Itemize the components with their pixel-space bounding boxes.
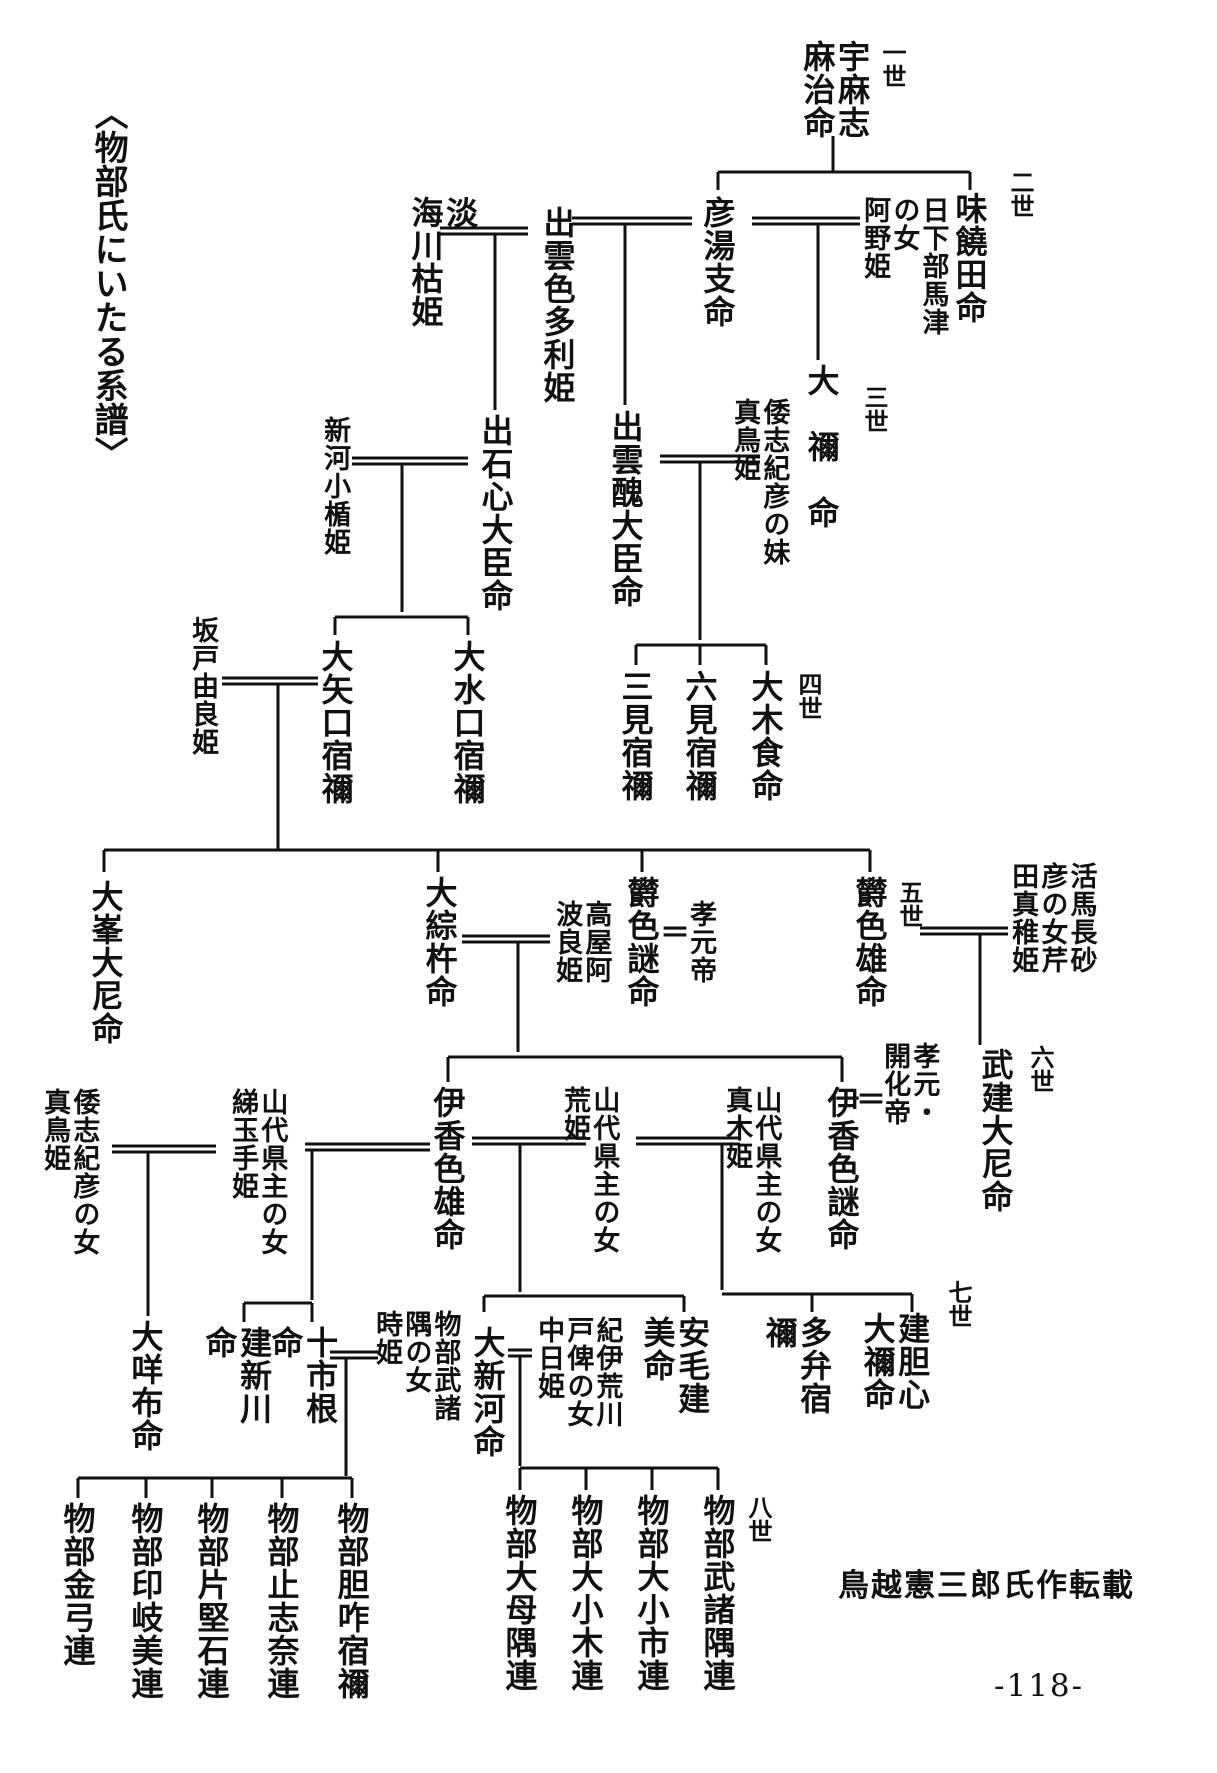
person-makihime: 山代県主の女 真木姫: [721, 1086, 782, 1254]
person-oochiki: 物部大小木連: [566, 1494, 605, 1692]
person-toshina: 物部止志奈連: [262, 1502, 301, 1700]
person-takeshinkawa: 建新川 命: [200, 1326, 274, 1425]
person-hikoyusu: 彦湯支命: [698, 196, 737, 328]
person-takemorosumi: 物部武諸隅連: [698, 1494, 737, 1692]
generation-label: 六世: [1026, 1045, 1055, 1093]
person-ooheso: 大綜杵命: [420, 876, 459, 1008]
person-tahasukune: 多弁宿 禰: [760, 1316, 834, 1415]
person-arahime: 山代県主の女 荒姫: [559, 1086, 620, 1254]
person-oone: 大 禰 命: [802, 364, 841, 529]
person-oochiichi: 物部大小市連: [632, 1494, 671, 1692]
generation-label: 八世: [744, 1495, 773, 1543]
generation-label: 五世: [895, 880, 924, 928]
person-mumisukune: 六見宿禰: [680, 670, 719, 802]
person-ooshinkawa: 大新河命: [468, 1326, 507, 1458]
person-tokihime: 物部武諸 隅の女 時姫: [371, 1310, 461, 1422]
person-ikumahime: 活馬長砂 彦の女芹 田真稚姫: [1007, 862, 1097, 974]
person-ikagashikome: 伊香色謎命: [822, 1086, 861, 1251]
person-katashi: 物部片堅石連: [192, 1502, 231, 1700]
page-number: -118-: [994, 1668, 1085, 1704]
generation-label: 一世: [878, 40, 907, 88]
person-sakatohime: 坂戸由良姫: [187, 616, 219, 756]
person-izumoshiko: 出雲醜大臣命: [606, 410, 645, 608]
person-oosakifu: 大咩布命: [126, 1320, 165, 1452]
person-izushikoko: 出石心大臣命: [476, 414, 515, 612]
person-inkimi: 物部印岐美連: [126, 1502, 165, 1700]
generation-label: 七世: [944, 1280, 973, 1328]
person-oomosumi: 物部大母隅連: [500, 1494, 539, 1692]
person-ooyaguchi: 大矢口宿禰: [316, 640, 355, 805]
marriage-symbol: ＝: [660, 916, 690, 951]
diagram-title: 〈物部氏にいたる系譜〉: [88, 96, 129, 470]
person-yasutake: 安毛建 美命: [638, 1316, 712, 1415]
source-credit: 鳥越憲三郎氏作転載: [838, 1568, 1135, 1604]
person-oomizuguchi: 大水口宿禰: [448, 640, 487, 805]
marriage-symbol: ＝: [856, 1083, 886, 1118]
person-shinkawahime: 新河小楯姫: [319, 416, 351, 556]
person-oomine: 大峯大尼命: [86, 880, 125, 1045]
person-utsushikoo: 欝色雄命: [850, 876, 889, 1008]
person-ahinohime: 日下部馬津 の女 阿野姫: [859, 196, 949, 336]
person-arakawahime: 紀伊荒川 戸俾の女 中日姫: [533, 1316, 623, 1428]
person-mimisukune: 三見宿禰: [616, 670, 655, 802]
person-imosukune: 物部胆咋宿禰: [332, 1502, 371, 1700]
generation-label: 二世: [1006, 170, 1035, 218]
person-izumoshikotome: 出雲色多利姫: [538, 206, 577, 404]
person-awaumikawa: 淡 海川枯姫: [406, 196, 480, 328]
person-kanayumi: 物部金弓連: [58, 1502, 97, 1667]
person-ikagashikoo: 伊香色雄命: [428, 1086, 467, 1251]
person-wakehime2: 倭志紀彦の女 真鳥姫: [39, 1088, 100, 1256]
person-takayahime: 高屋阿 波良姫: [551, 900, 612, 984]
person-umashimaji: 宇麻志 麻治命: [798, 40, 872, 139]
person-takeo: 武建大尼命: [976, 1048, 1015, 1213]
person-kaika: 孝元・ 開化帝: [879, 1042, 940, 1126]
generation-label: 四世: [794, 672, 823, 720]
person-kogen: 孝元帝: [685, 900, 717, 984]
person-takeikokoro: 建胆心 大禰命: [858, 1312, 932, 1411]
person-wakemahime: 倭志紀彦の妹 真鳥姫: [729, 398, 790, 566]
person-ajikuhita: 味饒田命: [950, 192, 989, 324]
person-tamatehime: 山代県主の女 綈玉手姫: [227, 1088, 288, 1256]
generation-label: 三世: [860, 385, 889, 433]
person-utsushikome: 欝色謎命: [622, 876, 661, 1008]
person-ookikuhi: 大木食命: [746, 670, 785, 802]
person-toichine: 十市根 命: [266, 1326, 340, 1425]
